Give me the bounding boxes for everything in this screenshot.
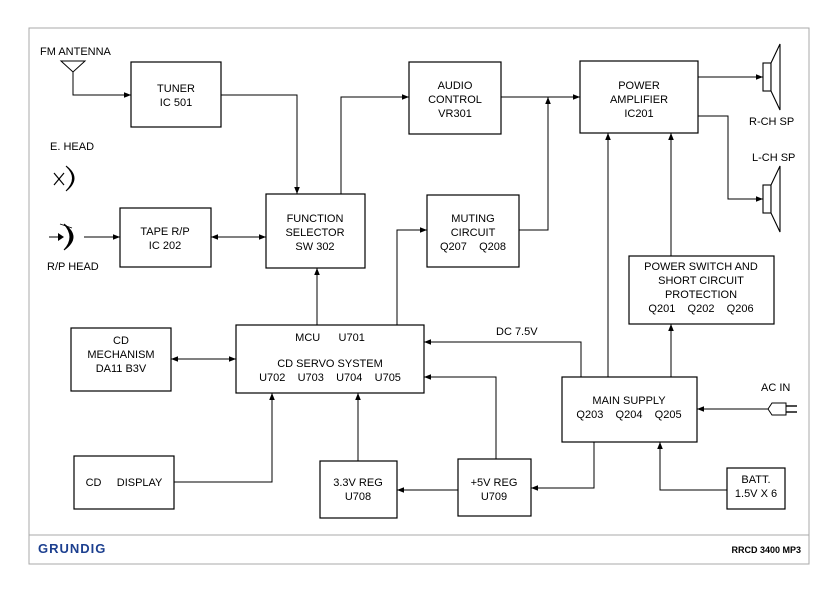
tape-rp-block: TAPE R/P IC 202 bbox=[119, 207, 212, 268]
lch-sp-label: L-CH SP bbox=[752, 152, 795, 164]
tuner-block: TUNER IC 501 bbox=[130, 61, 222, 128]
audio-control-ic: VR301 bbox=[438, 108, 472, 120]
cd-mechanism-block: CD MECHANISM DA11 B3V bbox=[70, 327, 172, 392]
tape-rp-label: TAPE R/P bbox=[140, 226, 189, 238]
power-amp-line1: POWER bbox=[618, 80, 660, 92]
function-selector-line1: FUNCTION bbox=[287, 213, 344, 225]
cd-mechanism-line2: MECHANISM bbox=[87, 349, 154, 361]
cd-mechanism-model: DA11 B3V bbox=[96, 363, 147, 375]
power-amp-ic: IC201 bbox=[624, 108, 653, 120]
fm-antenna-label: FM ANTENNA bbox=[40, 46, 112, 58]
audio-control-block: AUDIO CONTROL VR301 bbox=[408, 61, 502, 135]
cd-servo-label: CD SERVO SYSTEM bbox=[277, 358, 383, 370]
main-supply-block: MAIN SUPPLY Q203 Q204 Q205 bbox=[561, 376, 698, 443]
reg33-block: 3.3V REG U708 bbox=[319, 460, 398, 519]
function-selector-block: FUNCTION SELECTOR SW 302 bbox=[265, 193, 366, 269]
power-amplifier-block: POWER AMPLIFIER IC201 bbox=[579, 60, 699, 134]
erase-head-icon bbox=[53, 165, 75, 192]
audio-control-line2: CONTROL bbox=[428, 94, 482, 106]
cd-servo-ics: U702 U703 U704 U705 bbox=[259, 372, 401, 384]
ac-plug-icon bbox=[762, 402, 797, 416]
power-switch-line3: PROTECTION bbox=[665, 289, 737, 301]
battery-spec: 1.5V X 6 bbox=[735, 488, 777, 500]
mcu-block: MCU U701 CD SERVO SYSTEM U702 U703 U704 … bbox=[235, 324, 425, 394]
rp-head-icon bbox=[49, 223, 74, 251]
connection-wires bbox=[72, 72, 763, 493]
rp-head-label: R/P HEAD bbox=[47, 261, 99, 273]
reg5-ic: U709 bbox=[481, 491, 507, 503]
muting-line1: MUTING bbox=[451, 213, 494, 225]
tuner-label: TUNER bbox=[157, 83, 195, 95]
fm-antenna-icon bbox=[59, 60, 87, 78]
cd-display-block: CD DISPLAY bbox=[73, 455, 175, 510]
main-supply-transistors: Q203 Q204 Q205 bbox=[576, 409, 681, 421]
cd-mechanism-line1: CD bbox=[113, 335, 129, 347]
function-selector-sw: SW 302 bbox=[295, 241, 334, 253]
power-switch-block: POWER SWITCH AND SHORT CIRCUIT PROTECTIO… bbox=[628, 255, 775, 325]
speaker-right-icon bbox=[762, 43, 781, 111]
reg33-label: 3.3V REG bbox=[333, 477, 383, 489]
muting-circuit-block: MUTING CIRCUIT Q207 Q208 bbox=[426, 194, 520, 268]
audio-control-line1: AUDIO bbox=[438, 80, 473, 92]
power-switch-transistors: Q201 Q202 Q206 bbox=[648, 303, 753, 315]
reg33-ic: U708 bbox=[345, 491, 371, 503]
power-amp-line2: AMPLIFIER bbox=[610, 94, 668, 106]
e-head-label: E. HEAD bbox=[50, 141, 94, 153]
ac-in-label: AC IN bbox=[761, 382, 790, 394]
dc-75v-label: DC 7.5V bbox=[496, 326, 538, 338]
power-switch-line1: POWER SWITCH AND bbox=[644, 261, 758, 273]
mcu-label: MCU U701 bbox=[295, 332, 365, 344]
brand-logo: GRUNDIG bbox=[38, 541, 106, 556]
muting-transistors: Q207 Q208 bbox=[440, 241, 506, 253]
muting-line2: CIRCUIT bbox=[451, 227, 496, 239]
function-selector-line2: SELECTOR bbox=[285, 227, 344, 239]
diagram-frame bbox=[28, 27, 810, 565]
reg5-label: +5V REG bbox=[471, 477, 518, 489]
model-number: RRCD 3400 MP3 bbox=[731, 545, 801, 555]
cd-display-label: CD DISPLAY bbox=[86, 477, 163, 489]
rch-sp-label: R-CH SP bbox=[749, 116, 794, 128]
reg5-block: +5V REG U709 bbox=[457, 458, 532, 517]
battery-block: BATT. 1.5V X 6 bbox=[726, 467, 786, 510]
power-switch-line2: SHORT CIRCUIT bbox=[658, 275, 744, 287]
tuner-ic: IC 501 bbox=[160, 97, 192, 109]
tape-rp-ic: IC 202 bbox=[149, 240, 181, 252]
battery-label: BATT. bbox=[741, 474, 770, 486]
main-supply-label: MAIN SUPPLY bbox=[592, 395, 666, 407]
speaker-left-icon bbox=[762, 165, 781, 233]
